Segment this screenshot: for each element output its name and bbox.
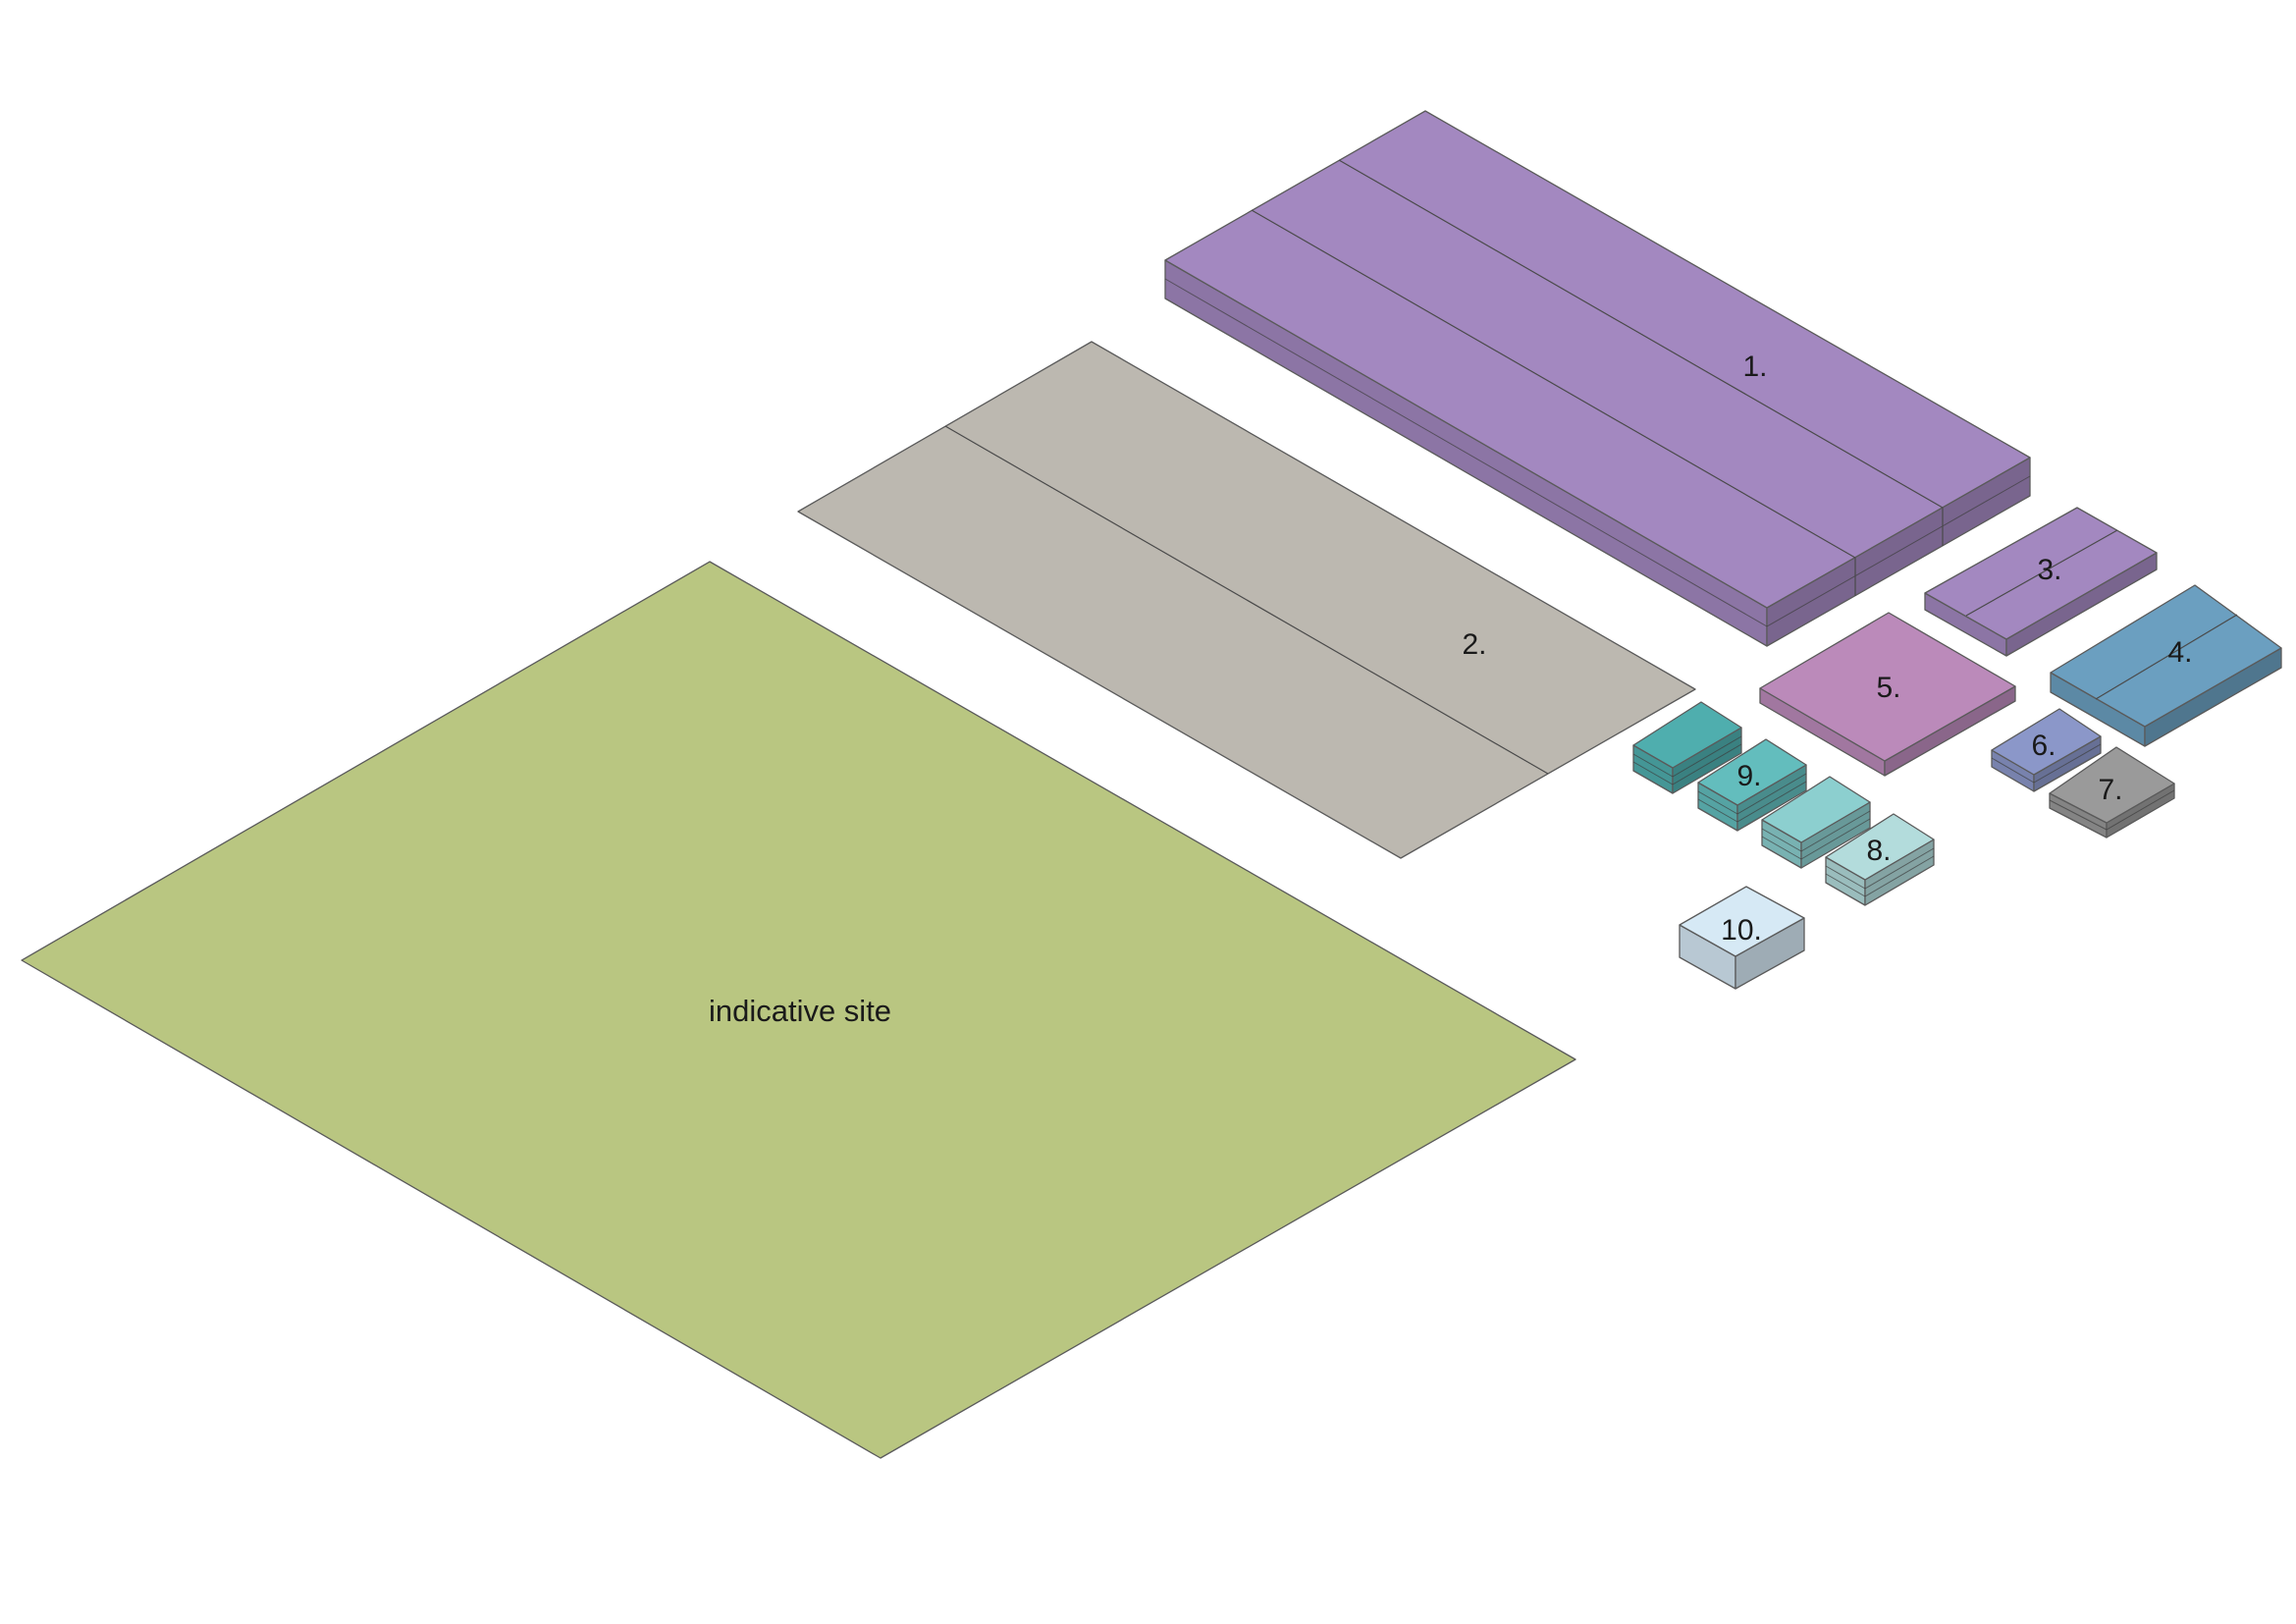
block-9-unit-c-floor-1r	[1800, 810, 1871, 852]
site-plane: indicative site	[21, 561, 1576, 1459]
block-5: 5.	[1759, 612, 2016, 777]
block-2: 2.	[797, 341, 1696, 859]
block-9-unit-b	[1697, 738, 1807, 832]
block-8-floor-2	[1825, 873, 1866, 897]
block-6-floor-line	[1991, 757, 2035, 784]
block-9-unit-a-floor-1	[1632, 753, 1674, 778]
block-9-label: 9.	[1736, 760, 1761, 792]
block-3: 3.	[1924, 507, 2158, 657]
block-8-roof	[1825, 813, 1935, 881]
block-9-unit-a-floor-2	[1632, 761, 1674, 785]
block-10-roof	[1679, 886, 1805, 957]
block-4-label: 4.	[2167, 636, 2192, 669]
block-9-unit-b-floor-2	[1697, 798, 1738, 823]
block-9-unit-b-floor-2r	[1736, 781, 1807, 823]
block-7-roof	[2049, 746, 2175, 824]
block-7-label: 7.	[2098, 774, 2122, 806]
block-7-floor-line-right	[2106, 789, 2175, 831]
block-9-unit-b-roof	[1697, 738, 1807, 806]
block-9-unit-c-roof	[1761, 776, 1871, 843]
block-8-floor-1	[1825, 865, 1866, 890]
block-6-floor-line-right	[2033, 743, 2102, 784]
block-9-unit-b-floor-1r	[1736, 773, 1807, 815]
block-4-seam	[2095, 614, 2238, 700]
block-8: 8.	[1825, 813, 1935, 906]
block-1-label: 1.	[1742, 351, 1767, 383]
block-9-unit-c-floor-1	[1761, 828, 1802, 852]
block-8-floor-2r	[1864, 855, 1935, 897]
block-9-unit-a-floor-2r	[1672, 743, 1742, 785]
block-8-label: 8.	[1866, 835, 1891, 867]
block-10: 10.	[1679, 886, 1805, 990]
block-9-unit-a-floor-1r	[1672, 735, 1742, 778]
block-9-cluster: 9.	[1632, 701, 1871, 869]
site-surface	[21, 561, 1576, 1459]
block-9-unit-c-floor-2r	[1800, 818, 1871, 860]
block-9-unit-a	[1632, 701, 1742, 794]
block-6: 6.	[1991, 708, 2102, 792]
block-4: 4.	[2050, 584, 2282, 747]
block-9-unit-c	[1761, 776, 1871, 869]
site-label: indicative site	[709, 994, 891, 1028]
block-2-seam	[944, 425, 1549, 775]
block-5-roof	[1759, 612, 2016, 762]
block-9-unit-b-floor-1	[1697, 790, 1738, 815]
block-10-label: 10.	[1721, 914, 1762, 947]
block-1: 1.	[1164, 110, 2031, 647]
block-2-label: 2.	[1462, 628, 1486, 661]
block-9-unit-c-floor-2	[1761, 836, 1802, 860]
block-1-seam-b	[1251, 209, 1856, 559]
block-6-roof	[1991, 708, 2102, 776]
block-1-floor-line	[1164, 278, 1768, 627]
block-8-floor-1r	[1864, 847, 1935, 890]
block-1-floor-line-right	[1766, 475, 2031, 627]
block-7-floor-line	[2049, 799, 2108, 831]
block-3-label: 3.	[2037, 554, 2061, 586]
block-1-seam-a	[1338, 159, 1944, 509]
block-7: 7.	[2049, 746, 2175, 839]
block-6-label: 6.	[2031, 730, 2056, 762]
block-9-unit-a-roof	[1632, 701, 1742, 769]
block-5-label: 5.	[1876, 672, 1900, 704]
block-3-seam	[1965, 529, 2118, 617]
